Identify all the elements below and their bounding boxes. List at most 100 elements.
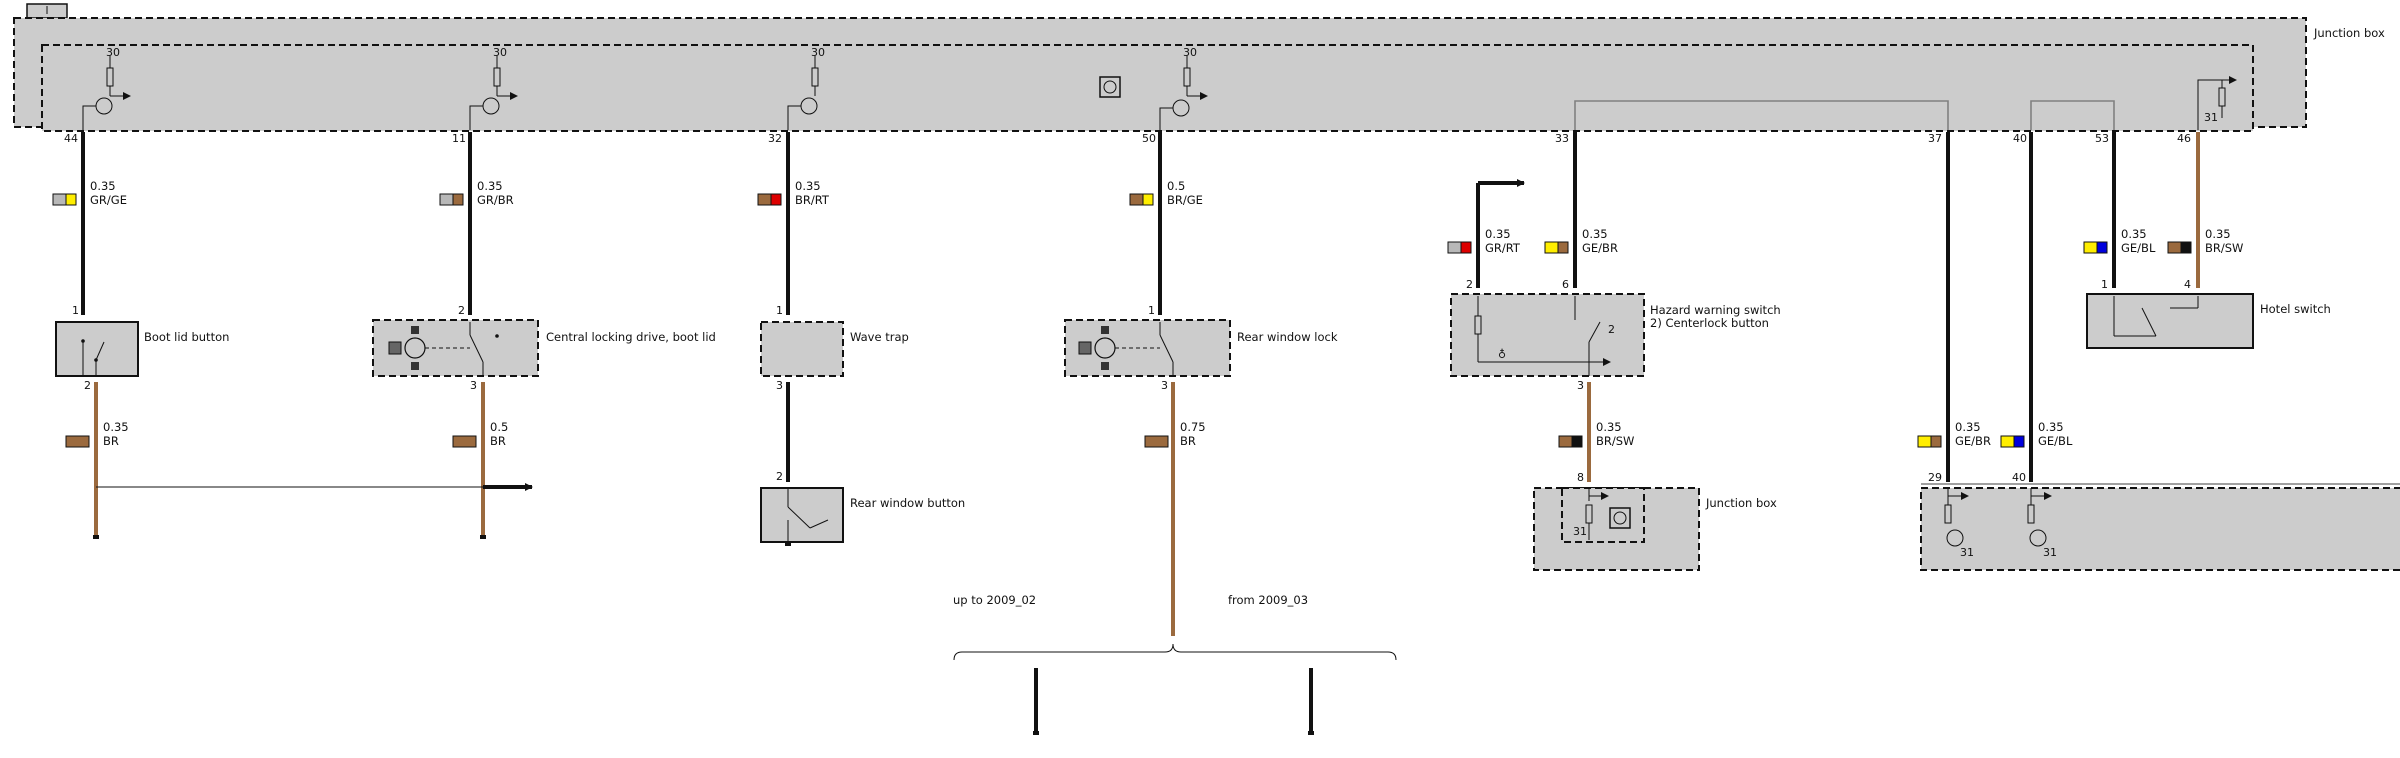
svg-text:0.35: 0.35 xyxy=(2205,227,2231,241)
svg-text:0.35: 0.35 xyxy=(2038,420,2064,434)
module-symbol-top xyxy=(1099,76,1121,98)
wires xyxy=(81,132,2200,733)
junction-box-mid: Junction box 31 8 xyxy=(1533,471,1777,571)
svg-text:GE/BR: GE/BR xyxy=(1582,241,1618,255)
svg-text:0.35: 0.35 xyxy=(90,179,116,193)
svg-text:2: 2 xyxy=(1608,323,1615,336)
ground-symbols xyxy=(93,535,1314,735)
svg-text:0.35: 0.35 xyxy=(1485,227,1511,241)
pin-32: 32 xyxy=(768,132,782,145)
svg-text:0.75: 0.75 xyxy=(1180,420,1206,434)
variant-brace: up to 2009_02 from 2009_03 xyxy=(953,593,1397,661)
svg-text:BR: BR xyxy=(103,434,119,448)
pin-30-label: 30 xyxy=(811,46,825,59)
svg-text:31: 31 xyxy=(1573,525,1587,538)
wave-trap: Wave trap 1 3 xyxy=(760,304,909,392)
svg-text:Hazard warning switch: Hazard warning switch xyxy=(1650,303,1781,317)
svg-text:Central locking drive, boot li: Central locking drive, boot lid xyxy=(546,330,716,344)
pin-30-label: 30 xyxy=(493,46,507,59)
wire-label-50: 0.5 BR/GE xyxy=(1129,179,1203,207)
wire-label-grrt: 0.35 GR/RT xyxy=(1447,227,1521,255)
pin-53: 53 xyxy=(2095,132,2109,145)
svg-text:Rear window button: Rear window button xyxy=(850,496,965,510)
svg-text:BR/SW: BR/SW xyxy=(1596,434,1634,448)
pin-40: 40 xyxy=(2013,132,2027,145)
svg-text:BR: BR xyxy=(1180,434,1196,448)
svg-text:0.35: 0.35 xyxy=(795,179,821,193)
svg-text:3: 3 xyxy=(776,379,783,392)
svg-text:♁: ♁ xyxy=(1498,348,1506,361)
boot-lid-button: Boot lid button 1 2 xyxy=(55,304,229,392)
svg-text:BR/GE: BR/GE xyxy=(1167,193,1203,207)
svg-text:29: 29 xyxy=(1928,471,1942,484)
pin-30-label: 30 xyxy=(1183,46,1197,59)
wire-label-46: 0.35 BR/SW xyxy=(2167,227,2243,255)
pin-37: 37 xyxy=(1928,132,1942,145)
svg-text:1: 1 xyxy=(72,304,79,317)
junction-box-top: Junction box xyxy=(13,3,2385,132)
wire-label-53: 0.35 GE/BL xyxy=(2083,227,2156,255)
hotel-switch: Hotel switch 1 4 xyxy=(2086,278,2331,349)
svg-text:Rear window lock: Rear window lock xyxy=(1237,330,1338,344)
svg-text:0.35: 0.35 xyxy=(1955,420,1981,434)
rear-window-lock: Rear window lock 1 3 xyxy=(1064,304,1338,392)
rear-window-button: Rear window button 2 xyxy=(760,470,965,543)
svg-text:2: 2 xyxy=(84,379,91,392)
svg-text:31: 31 xyxy=(2043,546,2057,559)
pin-46: 46 xyxy=(2177,132,2191,145)
pin-11: 11 xyxy=(452,132,466,145)
svg-text:8: 8 xyxy=(1577,471,1584,484)
svg-text:1: 1 xyxy=(1148,304,1155,317)
pin-44: 44 xyxy=(64,132,78,145)
svg-text:2: 2 xyxy=(1466,278,1473,291)
svg-text:2: 2 xyxy=(776,470,783,483)
top-pins: 44 11 32 50 33 37 40 53 46 xyxy=(64,132,2191,145)
wire-label-40: 0.35 GE/BL xyxy=(2000,420,2073,448)
svg-text:BR/SW: BR/SW xyxy=(2205,241,2243,255)
svg-text:0.5: 0.5 xyxy=(1167,179,1185,193)
driver-32: 30 xyxy=(787,46,825,130)
svg-text:0.35: 0.35 xyxy=(1582,227,1608,241)
junction-box-right: 31 31 29 40 xyxy=(1920,471,2400,571)
svg-text:from 2009_03: from 2009_03 xyxy=(1228,593,1308,607)
svg-text:BR: BR xyxy=(490,434,506,448)
svg-text:Wave trap: Wave trap xyxy=(850,330,909,344)
wire-label-11: 0.35 GR/BR xyxy=(439,179,514,207)
wire-label-44: 0.35 GR/GE xyxy=(52,179,127,207)
internal-link-33-37 xyxy=(1574,100,1949,130)
svg-text:BR/RT: BR/RT xyxy=(795,193,830,207)
svg-text:0.35: 0.35 xyxy=(477,179,503,193)
svg-text:6: 6 xyxy=(1562,278,1569,291)
svg-text:GR/BR: GR/BR xyxy=(477,193,514,207)
svg-text:GE/BR: GE/BR xyxy=(1955,434,1991,448)
svg-text:GR/RT: GR/RT xyxy=(1485,241,1521,255)
svg-text:3: 3 xyxy=(1161,379,1168,392)
driver-46: 31 xyxy=(2197,76,2237,130)
svg-text:3: 3 xyxy=(1577,379,1584,392)
svg-text:0.35: 0.35 xyxy=(1596,420,1622,434)
pin-30-label: 30 xyxy=(106,46,120,59)
wire-label-37: 0.35 GE/BR xyxy=(1917,420,1991,448)
svg-text:up to 2009_02: up to 2009_02 xyxy=(953,593,1036,607)
wire-label-rear-window-lock: 0.75 BR xyxy=(1144,420,1206,448)
driver-50: 30 xyxy=(1159,46,1208,130)
svg-text:1: 1 xyxy=(2101,278,2108,291)
wire-label-central-locking: 0.5 BR xyxy=(452,420,508,448)
wire-label-boot: 0.35 BR xyxy=(65,420,129,448)
svg-text:Hotel switch: Hotel switch xyxy=(2260,302,2331,316)
internal-link-40-53 xyxy=(2030,100,2115,130)
junction-box-label: Junction box xyxy=(2313,26,2385,40)
svg-text:2) Centerlock button: 2) Centerlock button xyxy=(1650,316,1769,330)
svg-text:GE/BL: GE/BL xyxy=(2121,241,2156,255)
svg-text:4: 4 xyxy=(2184,278,2191,291)
pin-31-label: 31 xyxy=(2204,111,2218,124)
svg-text:Junction box: Junction box xyxy=(1705,496,1777,510)
driver-44: 30 xyxy=(82,46,131,130)
central-locking-drive: Central locking drive, boot lid 2 3 xyxy=(372,304,716,392)
svg-text:0.35: 0.35 xyxy=(2121,227,2147,241)
svg-text:GR/GE: GR/GE xyxy=(90,193,127,207)
pin-33: 33 xyxy=(1555,132,1569,145)
svg-text:Boot lid button: Boot lid button xyxy=(144,330,229,344)
wire-label-33: 0.35 GE/BR xyxy=(1544,227,1618,255)
